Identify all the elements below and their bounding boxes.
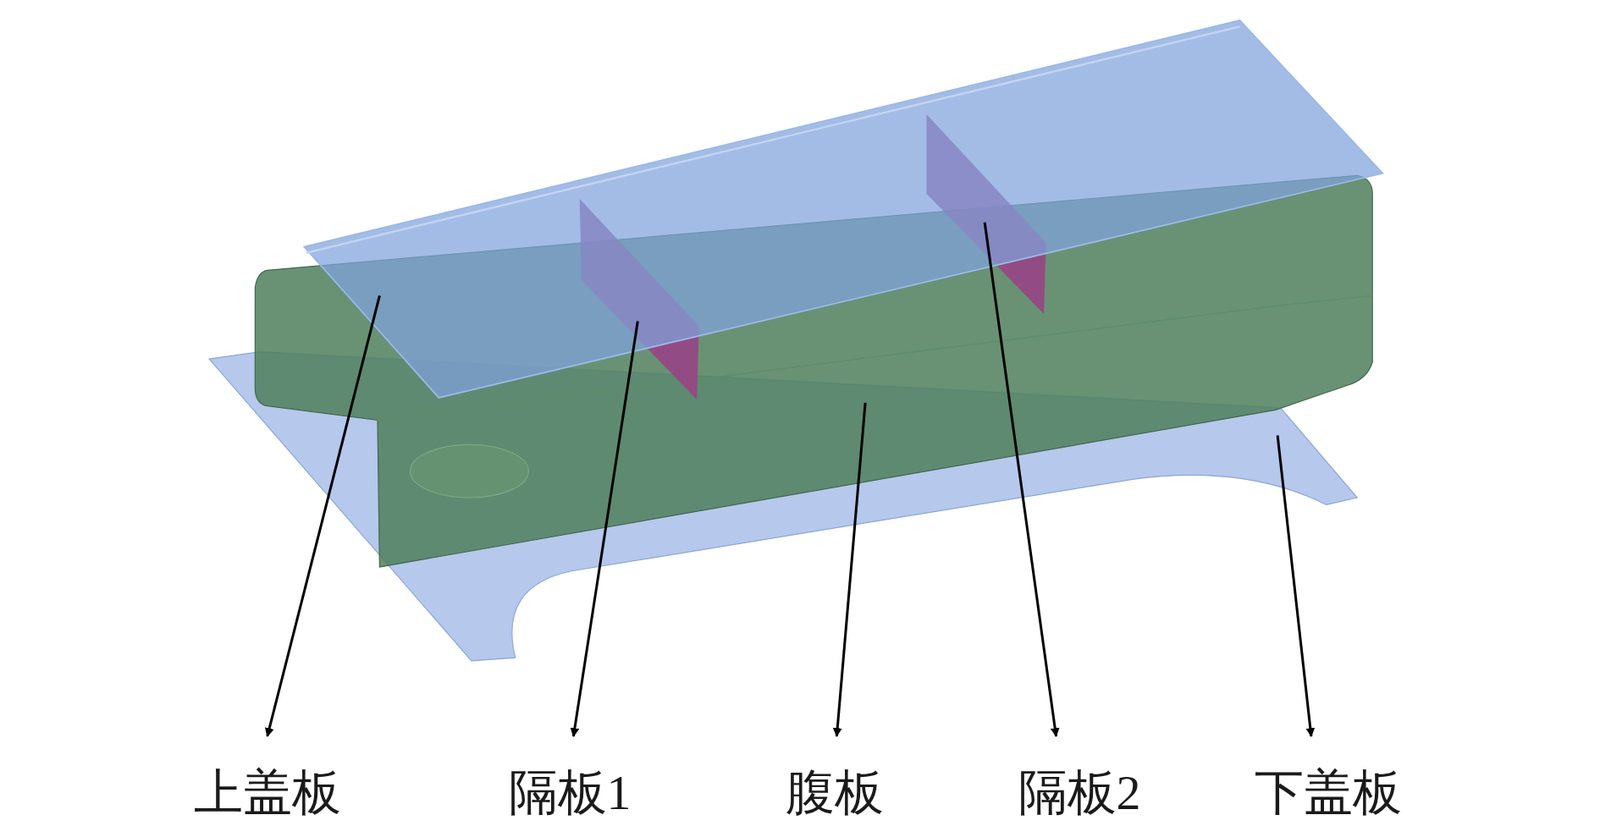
web-hole <box>410 444 530 498</box>
part-label: 上盖板 <box>193 766 342 821</box>
part-label: 隔板2 <box>1018 766 1142 821</box>
upper-cover-edge <box>306 26 1241 253</box>
leader-arrows <box>267 222 1312 737</box>
upper-cover-plate <box>303 20 1383 398</box>
part-label: 腹板 <box>785 766 884 821</box>
part-label: 下盖板 <box>1254 766 1402 821</box>
part-label: 隔板1 <box>508 766 632 821</box>
